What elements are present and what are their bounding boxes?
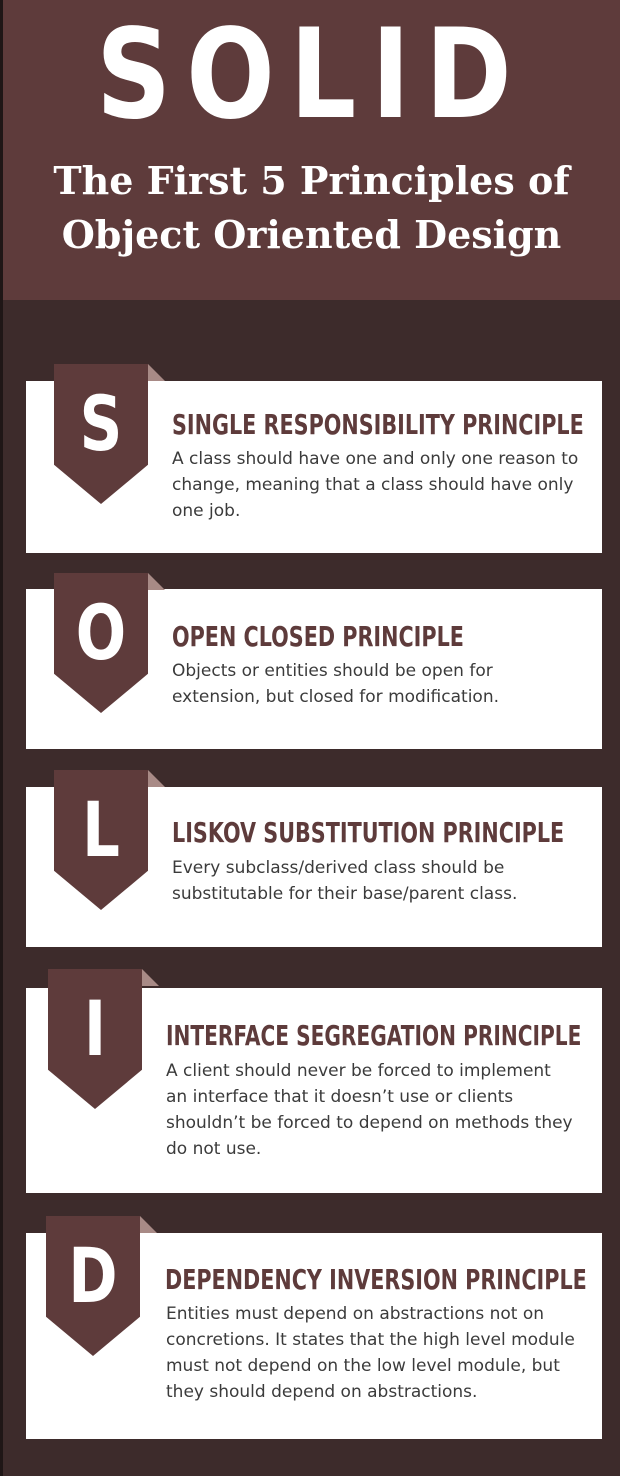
principle-title: LISKOV SUBSTITUTION PRINCIPLE [172, 816, 565, 849]
principle-letter: D [68, 1231, 118, 1320]
header-banner: SOLID The First 5 Principles of Object O… [3, 0, 620, 300]
ribbon-fold [148, 364, 165, 381]
ribbon-fold [148, 770, 165, 787]
ribbon-fold [140, 1216, 157, 1233]
ribbon-fold [142, 969, 159, 986]
principle-description: Every subclass/derived class should be s… [172, 858, 518, 904]
principle-letter: I [83, 984, 107, 1073]
ribbon-shape: D [46, 1216, 140, 1356]
principle-title: DEPENDENCY INVERSION PRINCIPLE [165, 1263, 587, 1296]
principle-title: INTERFACE SEGREGATION PRINCIPLE [166, 1019, 582, 1052]
principle-letter: L [82, 785, 120, 874]
principle-letter: O [75, 588, 127, 677]
ribbon-fold [148, 573, 165, 590]
subtitle-line-2: Object Oriented Design [61, 212, 562, 257]
principle-card-interface-segregation: INTERFACE SEGREGATION PRINCIPLE A client… [26, 988, 602, 1193]
page-subtitle: The First 5 Principles of Object Oriente… [3, 154, 620, 262]
page-title: SOLID [96, 3, 527, 147]
principle-description: Objects or entities should be open for e… [172, 661, 499, 707]
principle-title: OPEN CLOSED PRINCIPLE [172, 620, 464, 653]
subtitle-line-1: The First 5 Principles of [53, 158, 570, 203]
principle-description: Entities must depend on abstractions not… [166, 1304, 575, 1402]
principle-description: A client should never be forced to imple… [166, 1061, 573, 1159]
principle-letter: S [79, 379, 123, 468]
left-edge-shadow [0, 0, 3, 1476]
principle-title: SINGLE RESPONSIBILITY PRINCIPLE [172, 408, 584, 441]
principle-description: A class should have one and only one rea… [172, 449, 579, 521]
